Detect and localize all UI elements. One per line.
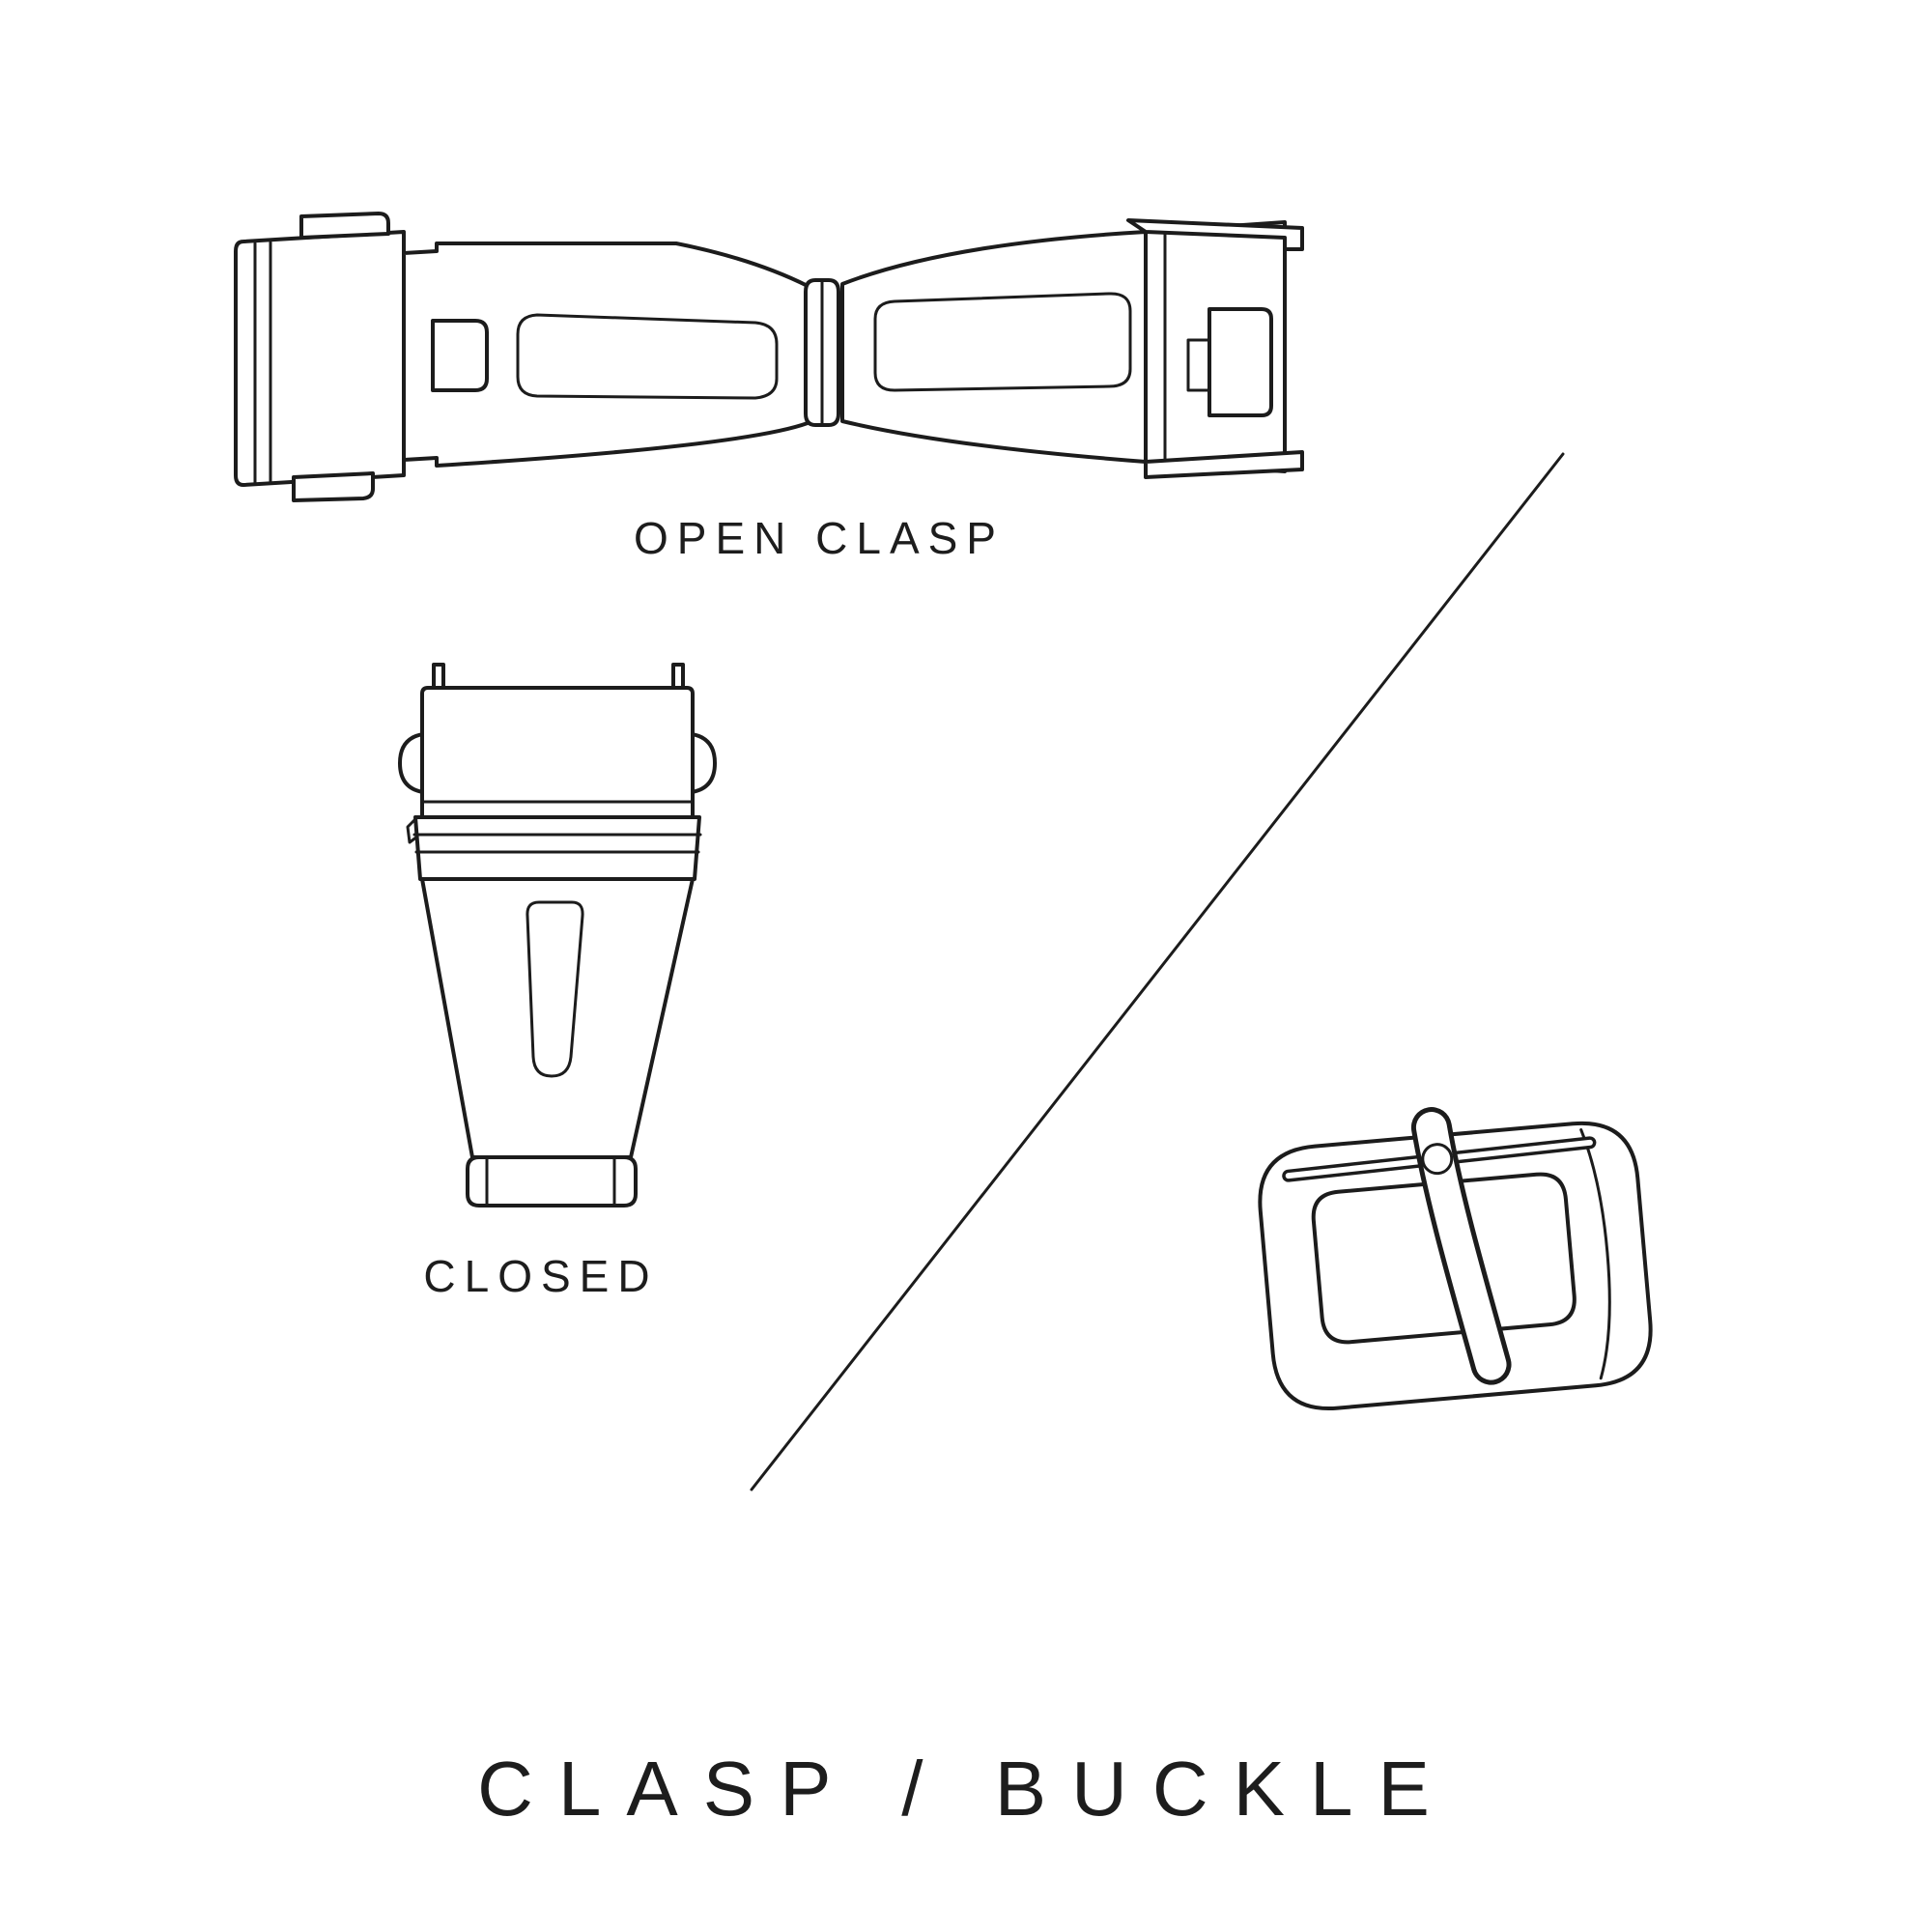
diagonal-divider-line	[750, 452, 1565, 1492]
closed-clasp-illustration	[398, 663, 717, 1208]
open-clasp-illustration	[234, 212, 1304, 502]
buckle-illustration	[1258, 1107, 1653, 1411]
page-title: CLASP / BUCKLE	[477, 1746, 1455, 1832]
open-clasp-label: OPEN CLASP	[634, 513, 1005, 563]
closed-clasp-label: CLOSED	[423, 1251, 659, 1301]
